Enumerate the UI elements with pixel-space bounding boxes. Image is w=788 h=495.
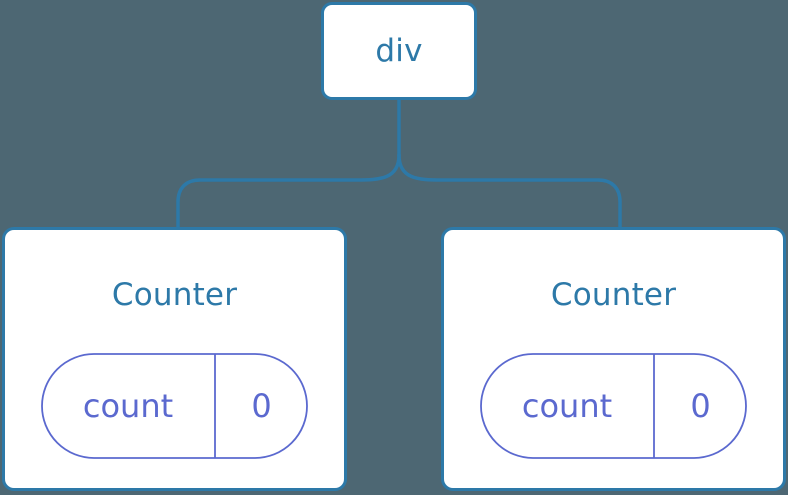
state-pill-shape-right — [480, 353, 747, 459]
edge-root-to-left-child — [176, 153, 401, 229]
state-value-right: 0 — [690, 387, 711, 425]
node-counter-left[interactable]: Counter count 0 — [2, 227, 347, 491]
state-key-right: count — [521, 387, 613, 425]
edge-root-to-right-child — [397, 153, 622, 229]
pill-outline-left — [41, 353, 308, 459]
node-counter-right[interactable]: Counter count 0 — [441, 227, 786, 491]
root-node-label: div — [375, 32, 423, 69]
counter-title-right: Counter — [550, 277, 677, 313]
counter-title-left: Counter — [111, 277, 238, 313]
pill-outline-right — [480, 353, 747, 459]
state-value-left: 0 — [251, 387, 272, 425]
state-pill-shape-left — [41, 353, 308, 459]
node-root-div[interactable]: div — [321, 2, 477, 100]
state-pill-right: count 0 — [480, 353, 747, 459]
state-key-left: count — [82, 387, 174, 425]
state-pill-left: count 0 — [41, 353, 308, 459]
